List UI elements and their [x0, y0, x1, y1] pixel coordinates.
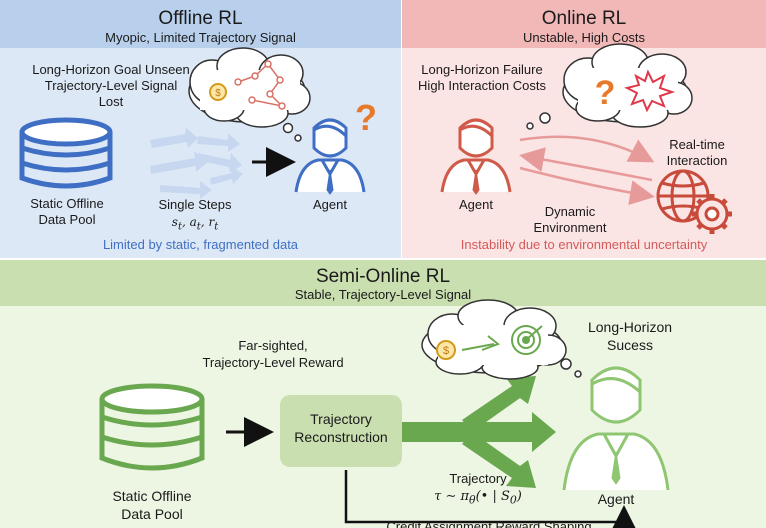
offline-note-line1: Long-Horizon Goal Unseen [32, 62, 190, 77]
target-icon [511, 325, 543, 355]
branch-arrow-icon [402, 376, 556, 488]
reward-label: Far-sighted, Trajectory-Level Reward [186, 338, 360, 372]
fragmented-steps-icon [150, 128, 243, 199]
semi-direct-path-icon [461, 335, 500, 351]
recon-line2: Reconstruction [294, 429, 388, 446]
online-title: Online RL [541, 8, 627, 29]
semi-pool-line2: Data Pool [121, 506, 183, 523]
online-agent-label: Agent [459, 197, 493, 212]
recon-line1: Trajectory [310, 411, 372, 427]
offline-pool-line1: Static Offline [30, 196, 104, 211]
realtime-line2: Interaction [666, 152, 728, 168]
reconstruction-label: Trajectory Reconstruction [280, 410, 402, 446]
explosion-icon [624, 69, 676, 113]
semi-agent-label: Agent [597, 491, 635, 507]
semi-header [0, 260, 766, 306]
online-subtitle: Unstable, High Costs [522, 30, 646, 45]
svg-text:$: $ [443, 345, 449, 357]
agent-icon [294, 118, 366, 195]
offline-title: Offline RL [158, 8, 243, 29]
online-note-line2: High Interaction Costs [418, 78, 546, 94]
dynamic-env-line2: Environment [533, 219, 607, 235]
offline-pool-label: Static Offline Data Pool [12, 196, 122, 227]
semi-coin-icon: $ [436, 340, 456, 360]
coin-icon: $ [209, 83, 227, 101]
globe-gear-icon [656, 169, 732, 234]
single-steps-label: Single Steps [158, 197, 232, 212]
reward-line2: Trajectory-Level Reward [202, 354, 344, 370]
online-question-icon: ? [595, 74, 616, 112]
semi-pool-line1: Static Offline [112, 488, 192, 504]
svg-text:$: $ [215, 88, 221, 99]
semi-database-icon [99, 383, 205, 471]
trajectory-label: Trajectory [449, 471, 507, 486]
semi-subtitle: Stable, Trajectory-Level Signal [294, 287, 472, 302]
offline-note: Long-Horizon Goal Unseen Trajectory-Leve… [8, 62, 214, 110]
online-note: Long-Horizon Failure High Interaction Co… [402, 62, 562, 94]
offline-pool-line2: Data Pool [38, 211, 96, 227]
offline-subtitle: Myopic, Limited Trajectory Signal [105, 30, 296, 45]
question-icon: ? [355, 97, 377, 138]
interaction-arrows [519, 135, 655, 206]
dynamic-env-label: Dynamic Environment [515, 204, 625, 235]
trajectory-formula: τ ∼ πθ(• | S0) [434, 489, 522, 507]
semi-pool-label: Static Offline Data Pool [90, 487, 214, 523]
online-header [402, 0, 766, 48]
bottom-caption: Credit Assignment Reward Shaping [386, 519, 592, 528]
formula-prefix: τ ∼ π [434, 489, 470, 504]
online-footer: Instability due to environmental uncerta… [460, 237, 708, 252]
database-icon [19, 117, 113, 189]
feedback-loop-arrow [344, 470, 637, 528]
scattered-path-icon [234, 60, 286, 110]
offline-agent-label: Agent [313, 197, 347, 212]
success-line1: Long-Horizon [587, 319, 673, 335]
success-label: Long-Horizon Sucess [560, 318, 700, 354]
online-note-line1: Long-Horizon Failure [421, 62, 543, 77]
offline-note-line2: Trajectory-Level Signal [44, 78, 178, 94]
dynamic-env-line1: Dynamic [544, 204, 596, 219]
single-steps-vars: st, at, rt [171, 215, 219, 233]
semi-title: Semi-Online RL [315, 266, 451, 287]
reward-line1: Far-sighted, [238, 338, 308, 353]
state-var: s [171, 215, 178, 229]
semi-agent-icon [562, 366, 670, 491]
success-line2: Sucess [607, 337, 653, 354]
offline-header [0, 0, 401, 48]
reconstruction-box [280, 395, 402, 467]
offline-note-line3: Lost [98, 94, 124, 110]
realtime-line1: Real-time [669, 137, 725, 152]
realtime-interaction-label: Real-time Interaction [642, 137, 752, 168]
offline-footer: Limited by static, fragmented data [102, 237, 299, 252]
online-agent-icon [440, 118, 512, 195]
